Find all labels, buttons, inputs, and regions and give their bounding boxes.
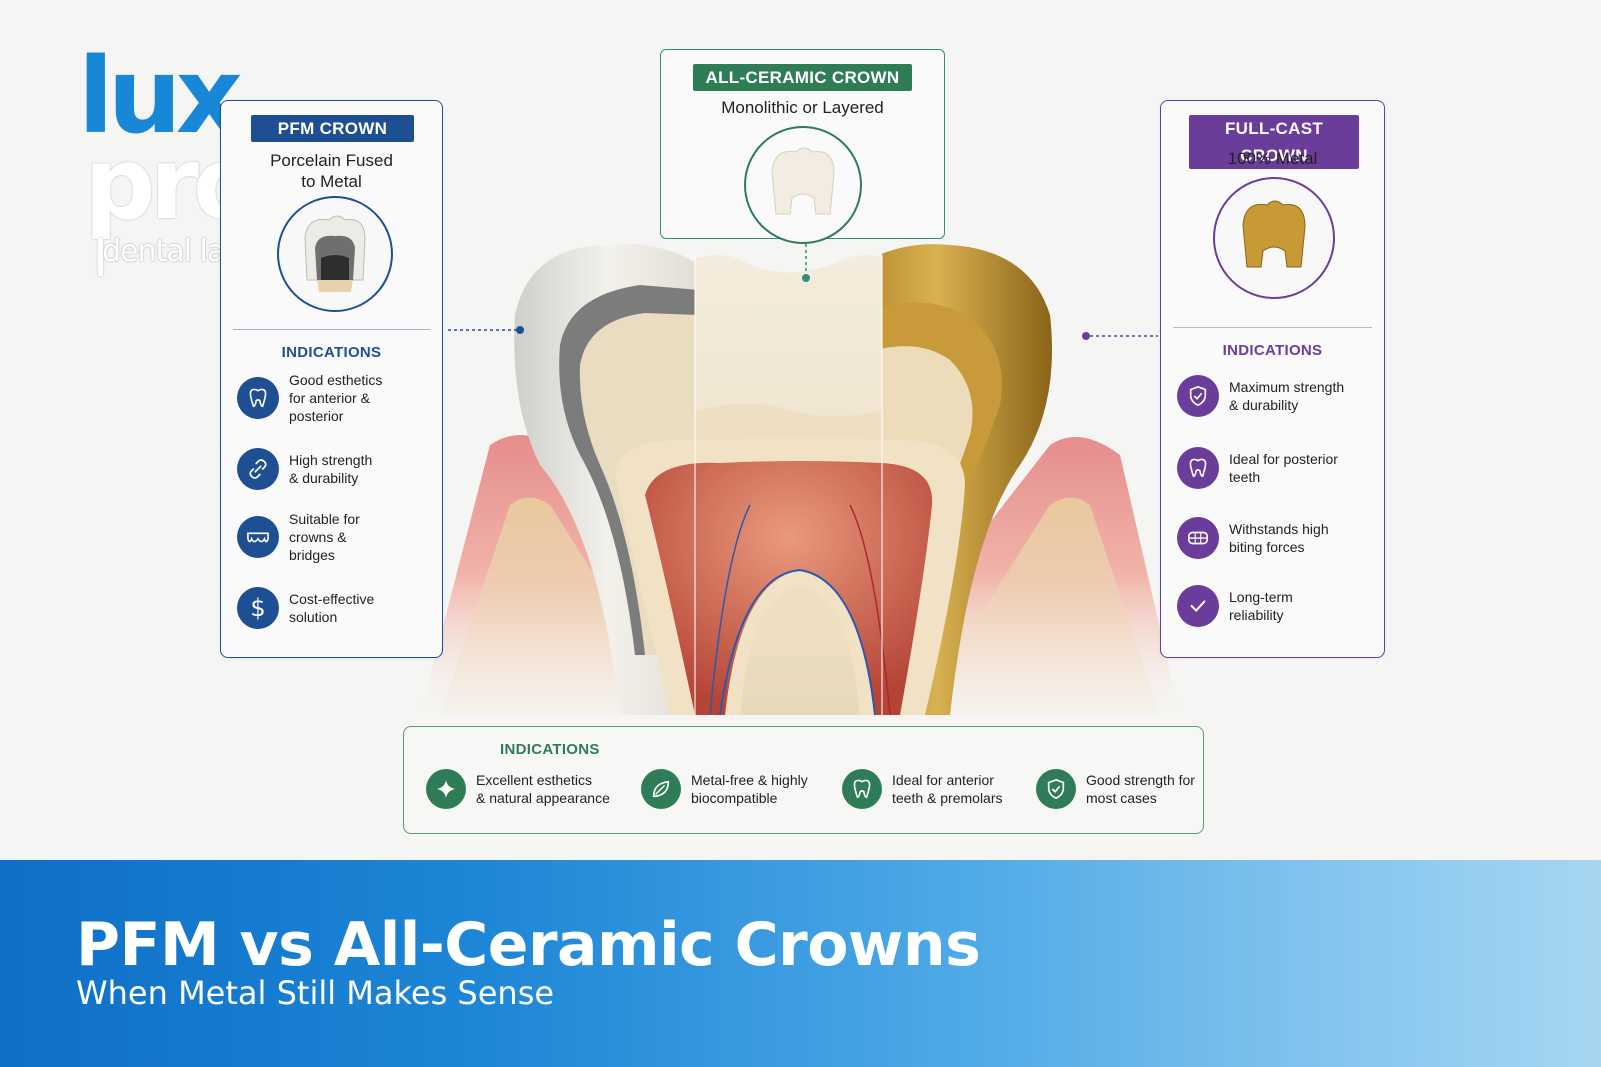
- pfm-indication-item: Suitable for crowns & bridges: [237, 510, 360, 564]
- ceramic-item-3-line-1: Ideal for anterior: [892, 772, 994, 788]
- pfm-crown-icon: [304, 215, 366, 292]
- pfm-crown-image: [277, 196, 393, 312]
- full-cast-item-3-line-2: biting forces: [1229, 539, 1305, 555]
- pfm-divider: [233, 329, 430, 330]
- full-cast-subtitle: 100% Metal: [1227, 149, 1318, 168]
- shield-check-icon: [1036, 769, 1076, 809]
- fullcast-connector-line: [1082, 332, 1158, 340]
- checkmark-icon: [1177, 585, 1219, 627]
- logo-bar: [98, 238, 103, 276]
- ceramic-item-1-line-2: & natural appearance: [476, 790, 610, 806]
- ceramic-indication-item: Ideal for anterior teeth & premolars: [842, 769, 1003, 809]
- pfm-indication-item: Good esthetics for anterior & posterior: [237, 371, 382, 425]
- tooth-icon: [237, 377, 279, 419]
- pfm-subtitle-line2: to Metal: [301, 172, 362, 191]
- ceramic-item-1-line-1: Excellent esthetics: [476, 772, 592, 788]
- full-cast-indications-heading: INDICATIONS: [1222, 342, 1323, 359]
- pfm-item-3-line-1: Suitable for: [289, 511, 360, 527]
- logo-word-lux: lux: [78, 35, 243, 157]
- full-cast-item-2-line-1: Ideal for posterior: [1229, 451, 1338, 467]
- shield-check-icon: [1177, 375, 1219, 417]
- gold-crown-icon: [1242, 200, 1306, 268]
- ceramic-indication-item: Excellent esthetics & natural appearance: [426, 769, 610, 809]
- full-cast-item-1-line-2: & durability: [1229, 397, 1299, 413]
- logo-word-dental-lab: dental lab: [102, 234, 243, 269]
- full-cast-divider: [1173, 327, 1372, 328]
- title-banner: [0, 860, 1601, 1067]
- pfm-indication-item: $ Cost-effective solution: [237, 587, 374, 629]
- pfm-item-4-line-2: solution: [289, 609, 338, 625]
- full-cast-item-4-line-1: Long-term: [1229, 589, 1293, 605]
- full-cast-crown-image: [1213, 177, 1335, 299]
- all-ceramic-crown-card: ALL-CERAMIC CROWN Monolithic or Layered: [660, 49, 945, 244]
- full-cast-crown-tag: FULL-CAST CROWN: [1189, 115, 1359, 169]
- all-ceramic-subtitle: Monolithic or Layered: [721, 98, 884, 117]
- ceramic-item-2-line-2: biocompatible: [691, 790, 778, 806]
- full-cast-indication-item: Ideal for posterior teeth: [1177, 447, 1338, 489]
- all-ceramic-crown-tag: ALL-CERAMIC CROWN: [693, 64, 912, 91]
- all-ceramic-indications-panel: INDICATIONS Excellent esthetics & natura…: [403, 726, 1204, 834]
- pfm-indications-heading: INDICATIONS: [281, 344, 382, 361]
- ceramic-indication-item: Metal-free & highly biocompatible: [641, 769, 808, 809]
- all-ceramic-crown-image: [744, 126, 862, 244]
- leaf-icon: [641, 769, 681, 809]
- pfm-crown-card: PFM CROWN Porcelain Fused to Metal INDIC…: [220, 100, 443, 658]
- full-cast-crown-card: FULL-CAST CROWN 100% Metal INDICATIONS M…: [1160, 100, 1385, 658]
- ceramic-item-3-line-2: teeth & premolars: [892, 790, 1003, 806]
- ceramic-crown-icon: [771, 147, 835, 215]
- pfm-item-3-line-2: crowns &: [289, 529, 347, 545]
- link-icon: [237, 448, 279, 490]
- pfm-connector-line: [448, 326, 524, 334]
- pfm-item-4-line-1: Cost-effective: [289, 591, 375, 607]
- bridge-icon: [237, 516, 279, 558]
- full-cast-item-2-line-2: teeth: [1229, 469, 1261, 485]
- ceramic-item-2-line-1: Metal-free & highly: [691, 772, 808, 788]
- ceramic-item-4-line-1: Good strength for: [1086, 772, 1195, 788]
- pfm-indication-item: High strength & durability: [237, 448, 372, 490]
- tooth-cross-section-illustration: [420, 244, 1180, 716]
- full-cast-item-1-line-1: Maximum strength: [1229, 379, 1345, 395]
- full-cast-item-4-line-2: reliability: [1229, 607, 1284, 623]
- full-cast-item-3-line-1: Withstands high: [1229, 521, 1329, 537]
- pfm-item-1-line-2: for anterior &: [289, 390, 370, 406]
- pfm-subtitle-line1: Porcelain Fused: [270, 151, 393, 170]
- pfm-item-2-line-1: High strength: [289, 452, 373, 468]
- tooth-icon: [842, 769, 882, 809]
- pfm-item-3-line-3: bridges: [289, 547, 335, 563]
- full-cast-indication-item: Withstands high biting forces: [1177, 517, 1329, 559]
- pfm-item-1-line-3: posterior: [289, 408, 344, 424]
- tooth-icon: [1177, 447, 1219, 489]
- all-ceramic-indications-heading: INDICATIONS: [500, 741, 600, 758]
- full-cast-indication-item: Maximum strength & durability: [1177, 375, 1344, 417]
- full-cast-indication-item: Long-term reliability: [1177, 585, 1293, 627]
- sparkle-icon: [426, 769, 466, 809]
- ceramic-connector-line: [802, 238, 810, 282]
- bite-icon: [1177, 517, 1219, 559]
- ceramic-item-4-line-2: most cases: [1086, 790, 1157, 806]
- ceramic-indication-item: Good strength for most cases: [1036, 769, 1195, 809]
- pfm-item-1-line-1: Good esthetics: [289, 372, 383, 388]
- pfm-item-2-line-2: & durability: [289, 470, 359, 486]
- dollar-icon: $: [237, 587, 279, 629]
- banner-subtitle: When Metal Still Makes Sense: [76, 974, 555, 1012]
- banner-title: PFM vs All-Ceramic Crowns: [76, 910, 981, 980]
- pfm-crown-tag: PFM CROWN: [251, 115, 414, 142]
